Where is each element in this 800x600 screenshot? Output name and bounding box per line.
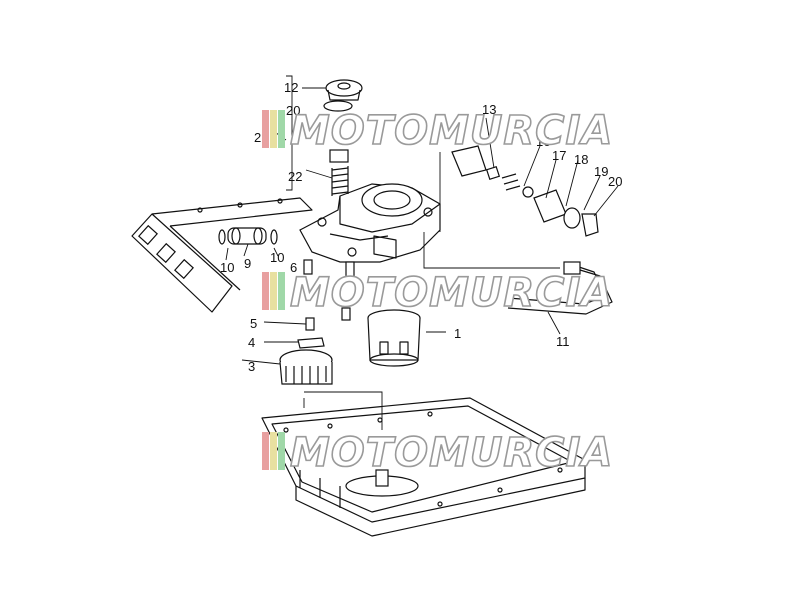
crankcase-gasket-rail <box>131 197 313 313</box>
strainer-bolt <box>305 317 315 331</box>
callout-10-right: 10 <box>270 250 284 265</box>
filler-cap <box>325 79 363 101</box>
oil-sump-pan <box>261 397 586 537</box>
watermark-stripe-red <box>262 272 269 310</box>
o-ring-right <box>270 229 278 245</box>
sealing-washer-top <box>323 100 353 112</box>
transfer-sleeve <box>227 227 267 245</box>
callout-12: 12 <box>284 80 298 95</box>
oil-pump-body <box>299 183 441 263</box>
watermark-stripe-yellow <box>270 272 277 310</box>
callout-6: 6 <box>290 260 297 275</box>
oil-filter-cartridge <box>367 309 421 367</box>
callout-3: 3 <box>248 359 255 374</box>
callout-5: 5 <box>250 316 257 331</box>
watermark-stripe-red <box>262 110 269 148</box>
callout-18: 18 <box>574 152 588 167</box>
watermark-text: MOTOMURCIA <box>290 430 613 476</box>
watermark-stripe-yellow <box>270 110 277 148</box>
callout-10-left: 10 <box>220 260 234 275</box>
callout-20: 20 <box>608 174 622 189</box>
watermark-top: MOTOMURCIA <box>262 107 613 155</box>
relief-valve-plug <box>329 149 349 163</box>
watermark-stripe-green <box>278 272 285 310</box>
watermark-stripe-green <box>278 432 285 470</box>
callout-4: 4 <box>248 335 255 350</box>
callout-11: 11 <box>556 334 570 349</box>
callout-19: 19 <box>594 164 608 179</box>
callout-1: 1 <box>454 326 461 341</box>
callout-13: 13 <box>482 102 496 117</box>
oil-delivery-pipe <box>507 261 613 315</box>
watermark-bottom: MOTOMURCIA <box>262 429 613 477</box>
pump-mounting-bolts <box>303 259 355 321</box>
watermark-middle: MOTOMURCIA <box>262 269 613 317</box>
oil-strainer <box>279 349 333 385</box>
watermark-text: MOTOMURCIA <box>290 270 613 316</box>
watermark-stripe-green <box>278 110 285 148</box>
callout-17: 17 <box>552 148 566 163</box>
callout-16: 16 <box>536 134 550 149</box>
callout-9: 9 <box>244 256 251 271</box>
strainer-lock-plate <box>297 337 325 349</box>
pressure-switch-assembly <box>451 145 599 237</box>
watermark-stripe-red <box>262 432 269 470</box>
callout-20-top: 20 <box>286 103 300 118</box>
o-ring-left <box>218 229 226 245</box>
callout-22: 22 <box>288 169 302 184</box>
watermark-stripe-yellow <box>270 432 277 470</box>
relief-valve-spring <box>331 166 349 196</box>
watermark-text: MOTOMURCIA <box>290 108 613 154</box>
